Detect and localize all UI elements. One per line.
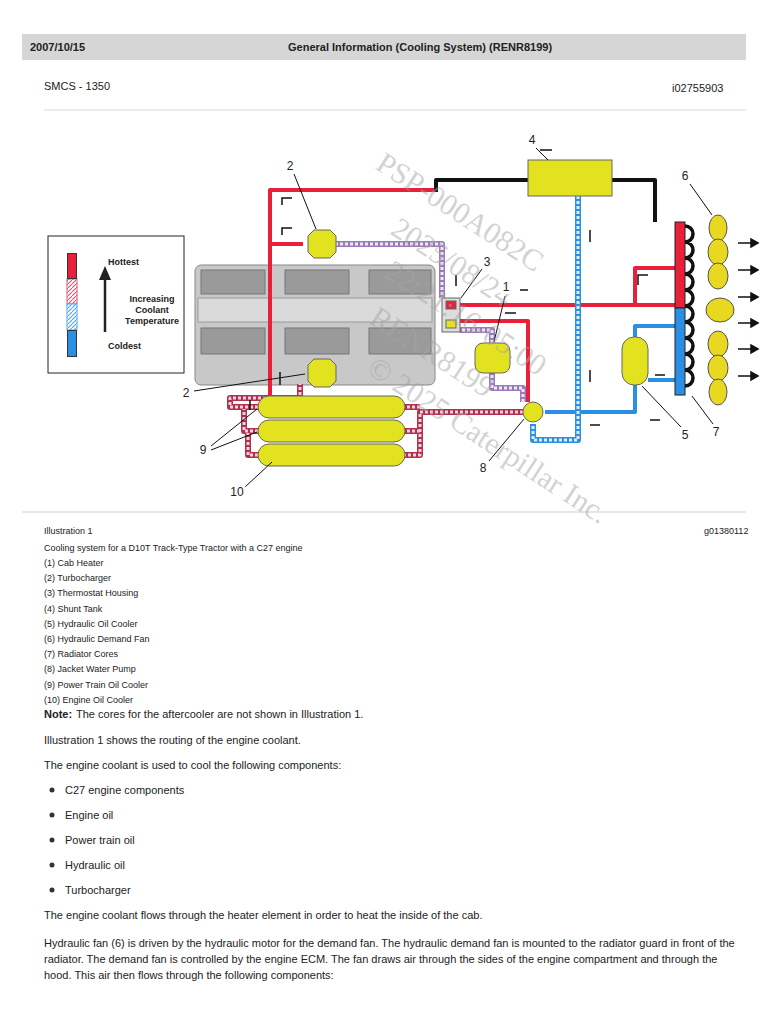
thermostat-housing <box>442 298 460 332</box>
small-text: (8) Jacket Water Pump <box>44 664 136 674</box>
flow-arrows <box>250 150 665 425</box>
cylinder-heads <box>201 270 431 354</box>
callout-number: 10 <box>228 485 245 499</box>
turbocharger <box>308 359 336 387</box>
callout-number: 8 <box>478 461 489 475</box>
callout-number: 9 <box>198 443 209 457</box>
callout-number: 6 <box>680 169 691 183</box>
legend-bar <box>67 279 77 304</box>
callout-number: 2 <box>285 159 296 173</box>
jacket-water-pump <box>523 402 543 422</box>
small-text: (6) Hydraulic Demand Fan <box>44 634 150 644</box>
callout-number: 2 <box>181 386 192 400</box>
legend-text: Hottest <box>108 257 139 267</box>
legend-arrow <box>104 278 107 332</box>
header-text: Note: <box>44 708 72 720</box>
body-text: The engine coolant flows through the hea… <box>44 909 482 921</box>
engine-block <box>198 298 432 322</box>
components <box>258 160 648 466</box>
watermark: © 2025 Caterpillar Inc. <box>362 350 615 531</box>
small-text: g01380112 <box>704 526 748 536</box>
callout-number: 1 <box>501 280 512 294</box>
body-text: The cores for the aftercooler are not sh… <box>76 708 363 720</box>
turbocharger <box>308 230 336 258</box>
small-text: (1) Cab Heater <box>44 558 104 568</box>
paragraph: Hydraulic fan (6) is driven by the hydra… <box>44 935 744 983</box>
coolant-lines <box>230 180 675 455</box>
header-band <box>22 34 746 60</box>
legend-swatch <box>67 330 77 357</box>
legend-bar <box>67 304 77 330</box>
legend-text: Coldest <box>108 341 141 351</box>
watermark: RENR8199 <box>364 300 500 405</box>
body-text: C27 engine components <box>65 784 184 796</box>
small-text: Illustration 1 <box>44 526 93 536</box>
engine-oil-cooler <box>258 444 405 466</box>
body-text: The engine coolant is used to cool the f… <box>44 759 341 771</box>
body-text: SMCS - 1350 <box>44 80 110 92</box>
watermark: PSP-000A082C <box>370 146 549 279</box>
body-text: Hydraulic oil <box>65 859 125 871</box>
legend-swatch <box>67 253 77 279</box>
rule <box>22 512 746 513</box>
body-text: Turbocharger <box>65 884 131 896</box>
small-text: (9) Power Train Oil Cooler <box>44 680 148 690</box>
callout-number: 4 <box>527 133 538 147</box>
legend-box <box>48 236 184 373</box>
small-text: (10) Engine Oil Cooler <box>44 695 133 705</box>
body-text: Illustration 1 shows the routing of the … <box>44 734 301 746</box>
small-text: (7) Radiator Cores <box>44 649 118 659</box>
body-text: Engine oil <box>65 809 113 821</box>
callout-number: 3 <box>482 255 493 269</box>
shunt-tank <box>528 160 612 196</box>
rule <box>44 110 746 111</box>
radiator-cores <box>675 222 693 395</box>
small-text: (2) Turbocharger <box>44 573 111 583</box>
cab-heater <box>475 343 510 373</box>
leader-lines <box>194 148 713 487</box>
small-text: (5) Hydraulic Oil Cooler <box>44 619 138 629</box>
watermark: 22:21:16-05:00 <box>379 253 553 382</box>
bullet-dots <box>50 788 55 893</box>
hydraulic-oil-cooler <box>622 337 648 385</box>
callout-number: 7 <box>711 425 722 439</box>
callout-number: 5 <box>680 428 691 442</box>
legend-text: Increasing Coolant Temperature <box>120 294 184 327</box>
body-text: i02755903 <box>672 82 723 94</box>
air-flow-arrows <box>738 239 758 380</box>
page-title: General Information (Cooling System) (RE… <box>288 41 552 53</box>
power-train-oil-cooler <box>258 420 405 442</box>
arrow-head <box>99 266 111 280</box>
figure-caption: Cooling system for a D10T Track-Type Tra… <box>44 543 302 553</box>
small-text: (3) Thermostat Housing <box>44 588 138 598</box>
demand-fan <box>706 215 734 405</box>
power-train-oil-cooler <box>258 396 405 418</box>
body-text: Power train oil <box>65 834 135 846</box>
small-text: (4) Shunt Tank <box>44 604 102 614</box>
header-text: 2007/10/15 <box>30 41 85 53</box>
watermark: 2025/08/24 <box>385 211 518 314</box>
